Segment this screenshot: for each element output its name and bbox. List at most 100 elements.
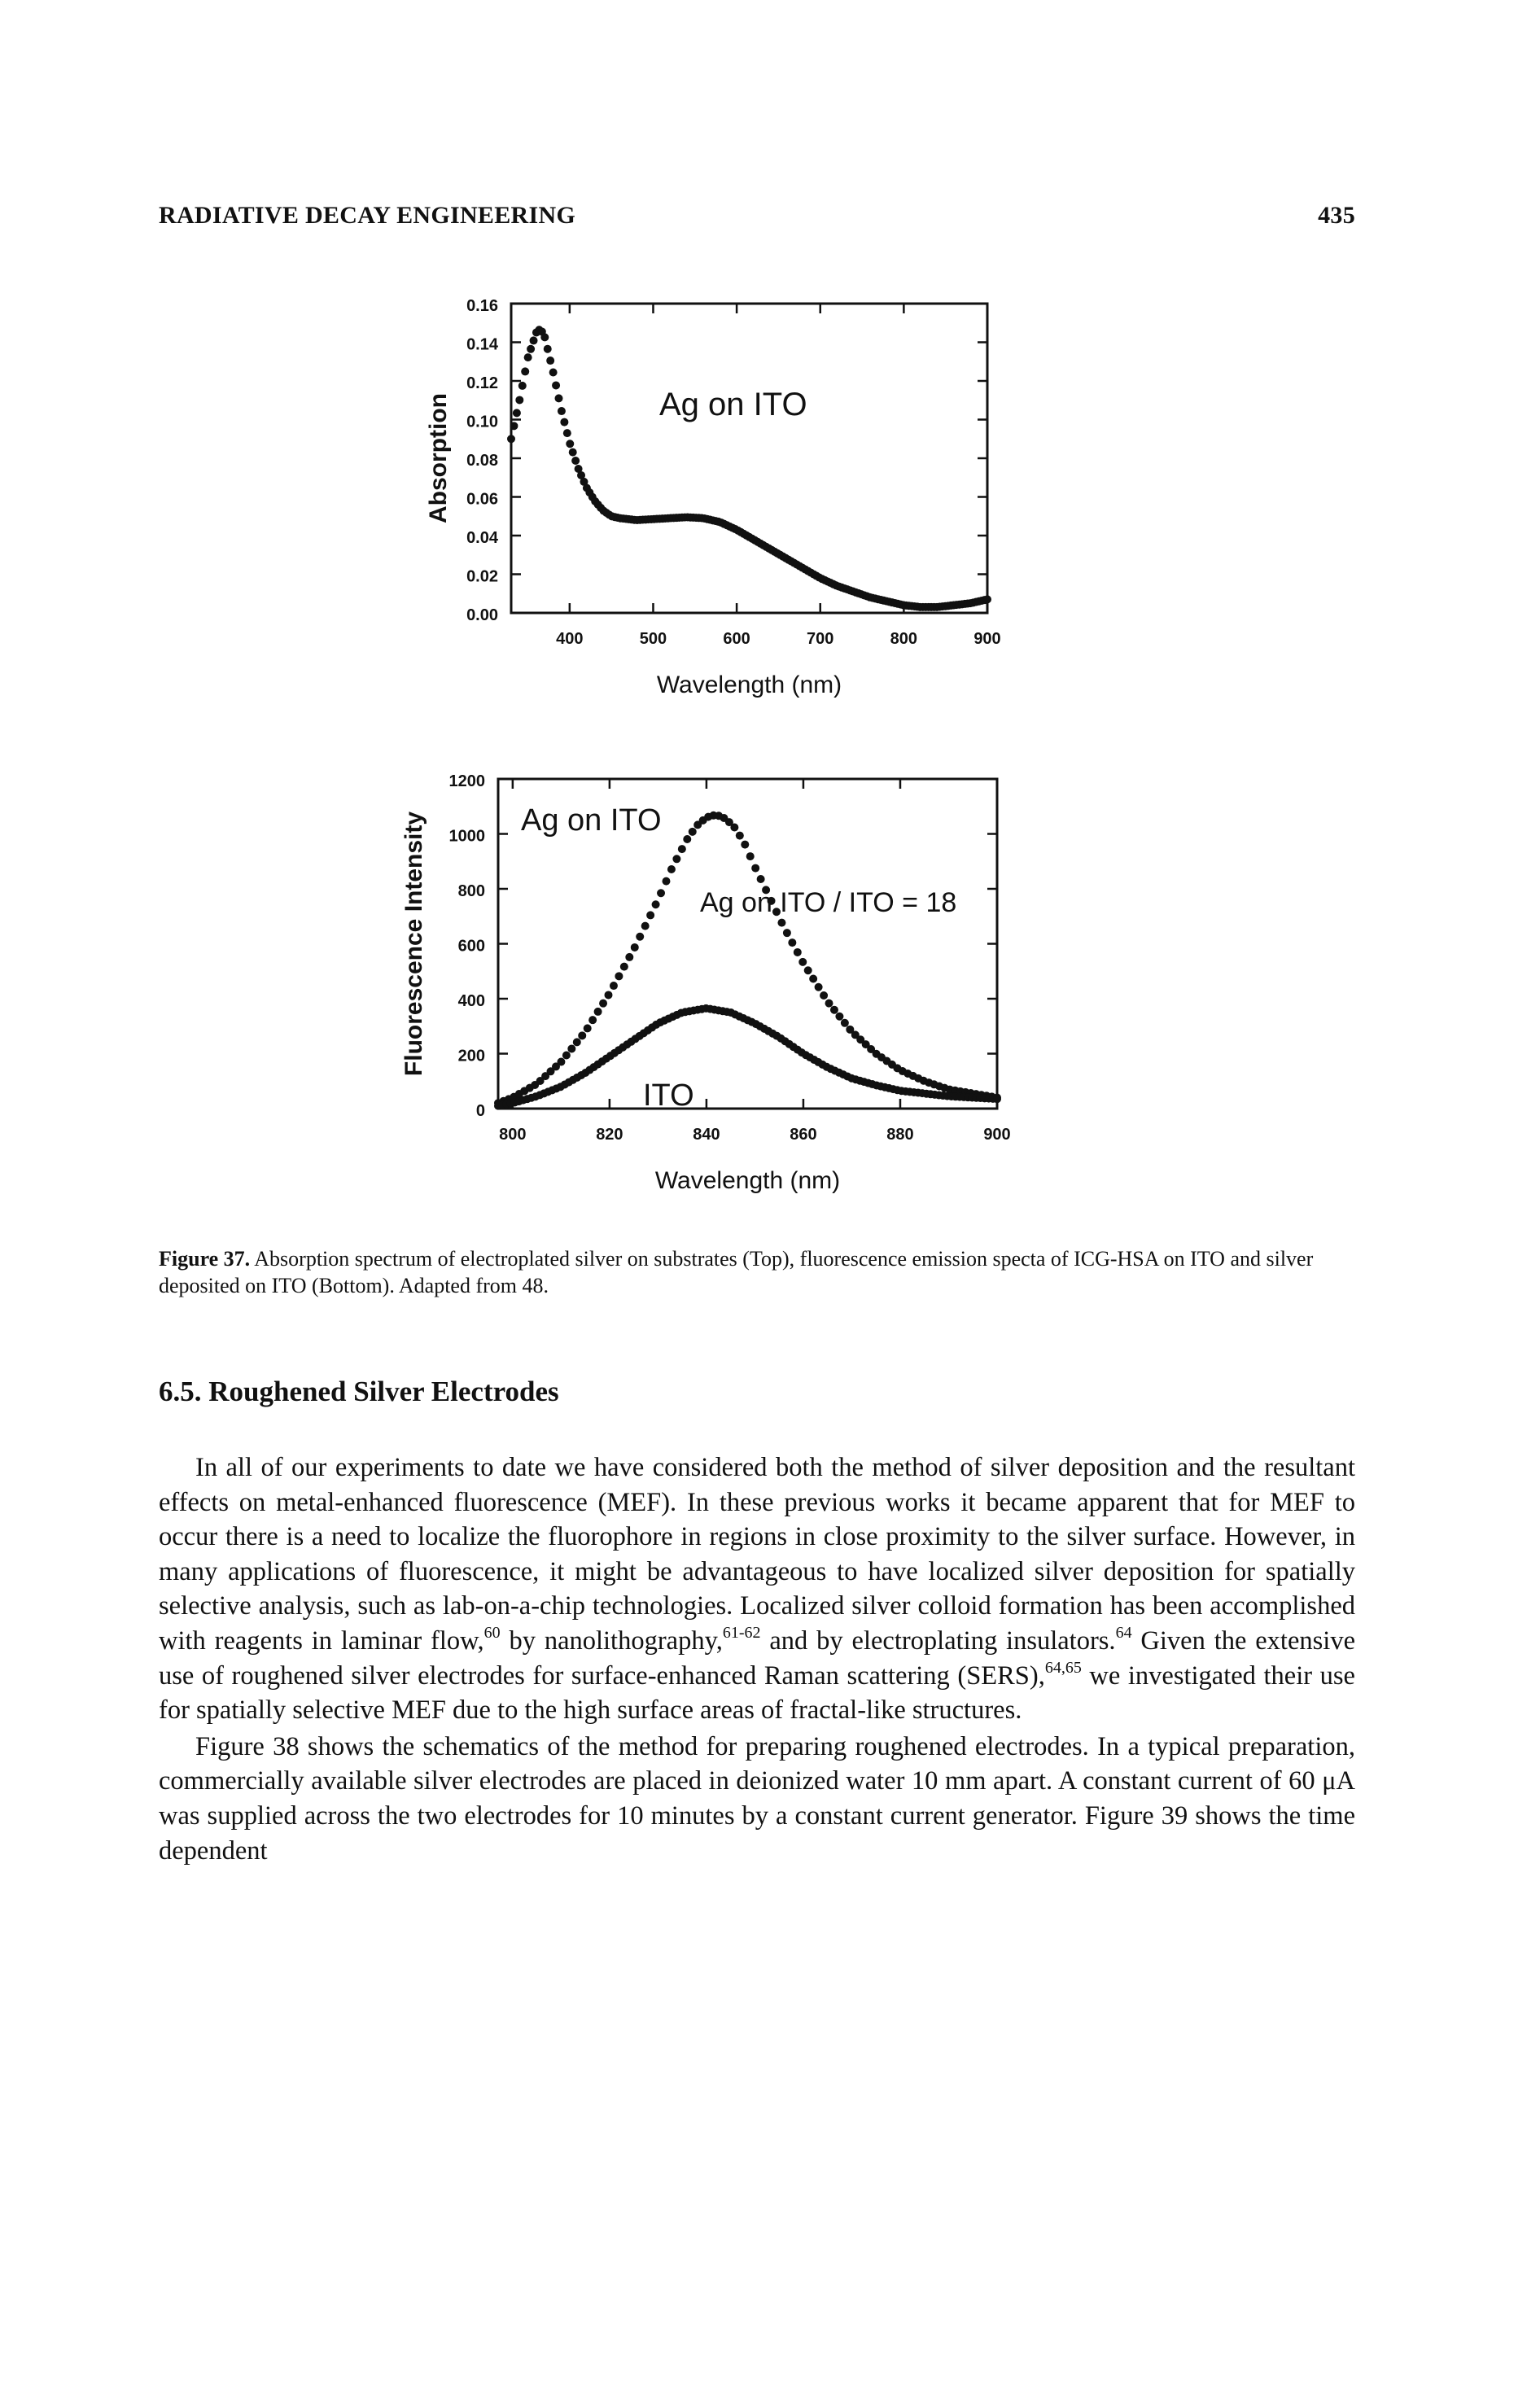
plot-frame <box>510 302 989 615</box>
citation-ref: 60 <box>483 1624 501 1643</box>
data-point <box>583 1024 592 1033</box>
body-text: In all of our experiments to date we hav… <box>159 1450 1355 1868</box>
data-series <box>507 326 991 611</box>
paragraph-1-part-e: we investigated their use for spatially … <box>159 1660 1355 1726</box>
figure-label: Figure 37. <box>159 1247 251 1271</box>
data-point <box>546 1067 555 1076</box>
series-ito <box>494 1004 1001 1110</box>
data-point <box>560 418 569 427</box>
data-point <box>574 464 583 473</box>
data-point <box>619 962 628 971</box>
data-point <box>551 1062 560 1071</box>
y-tick-label: 0.00 <box>466 606 498 624</box>
data-point <box>512 409 521 418</box>
data-point <box>746 852 755 861</box>
y-tick-label: 1200 <box>449 772 486 790</box>
data-point <box>541 1072 550 1081</box>
paragraph-1-part-d: Given the extensive use of roughened sil… <box>159 1625 1355 1691</box>
data-point <box>672 855 681 864</box>
data-point <box>846 1025 855 1034</box>
data-point <box>546 357 555 365</box>
x-tick-label: 800 <box>890 630 917 648</box>
data-point <box>521 367 530 376</box>
data-point <box>562 1051 571 1060</box>
annotation-ag-on-ito: Ag on ITO <box>521 803 662 838</box>
data-point <box>515 396 524 405</box>
data-point <box>756 874 765 883</box>
panel-label: Ag on ITO <box>659 387 807 422</box>
y-tick-label: 800 <box>458 882 485 900</box>
y-tick-label: 0.10 <box>466 413 498 431</box>
data-point <box>572 1038 581 1047</box>
data-point <box>588 1016 597 1025</box>
data-point <box>861 1040 870 1049</box>
y-tick-label: 0.06 <box>466 491 498 509</box>
data-point <box>856 1035 865 1044</box>
data-point <box>641 921 650 930</box>
series-ag-on-ito <box>494 811 1001 1108</box>
x-tick-label: 900 <box>983 1126 1010 1144</box>
data-point <box>741 840 750 849</box>
data-point <box>662 877 671 886</box>
annotation-ito: ITO <box>643 1078 694 1113</box>
data-point <box>840 1018 849 1027</box>
figure-caption: Figure 37. Absorption spectrum of electr… <box>159 1245 1355 1299</box>
x-axis-label: Wavelength (nm) <box>657 672 842 698</box>
data-point <box>667 864 676 873</box>
data-point <box>683 834 692 843</box>
data-point <box>636 932 645 941</box>
data-point <box>554 394 563 403</box>
data-point <box>527 344 536 353</box>
running-head-title: RADIATIVE DECAY ENGINEERING <box>159 202 576 229</box>
x-tick-label: 800 <box>499 1126 526 1144</box>
data-point <box>767 896 776 905</box>
data-point <box>557 1057 566 1066</box>
data-point <box>529 336 538 345</box>
y-tick-label: 0.04 <box>466 529 499 547</box>
data-point <box>835 1012 844 1021</box>
data-point <box>518 381 527 390</box>
paragraph-1-part-b: by nanolithography, <box>500 1625 723 1656</box>
paragraph-1-part-c: and by electroplating insulators. <box>760 1625 1116 1656</box>
data-point <box>751 864 760 873</box>
data-point <box>557 407 566 416</box>
x-tick-label: 400 <box>556 630 583 648</box>
x-tick-label: 700 <box>807 630 833 648</box>
data-point <box>615 972 623 981</box>
data-point <box>688 827 697 836</box>
running-head: RADIATIVE DECAY ENGINEERING 435 <box>159 202 1355 234</box>
y-tick-label: 0.16 <box>466 297 498 315</box>
data-point <box>568 448 577 457</box>
data-point <box>851 1030 860 1039</box>
x-tick-label: 820 <box>596 1126 623 1144</box>
data-point <box>777 918 786 927</box>
data-point <box>798 957 807 966</box>
data-point <box>814 982 823 991</box>
y-tick-label: 0.12 <box>466 374 498 392</box>
y-tick-label: 600 <box>458 938 485 956</box>
annotation-ratio: Ag on ITO / ITO = 18 <box>700 887 956 918</box>
data-point <box>599 999 608 1008</box>
section-heading: 6.5. Roughened Silver Electrodes <box>159 1376 559 1407</box>
data-point <box>788 938 797 947</box>
data-point <box>566 440 575 448</box>
data-point <box>604 991 613 1000</box>
y-tick-label: 0.02 <box>466 568 498 586</box>
data-point <box>724 818 733 827</box>
citation-ref: 64 <box>1115 1624 1132 1643</box>
x-tick-label: 860 <box>790 1126 816 1144</box>
y-tick-label: 1000 <box>449 828 486 846</box>
data-point <box>762 886 771 895</box>
data-point <box>507 435 515 444</box>
data-point <box>552 381 561 390</box>
citation-ref: 61-62 <box>722 1624 761 1643</box>
x-tick-label: 900 <box>973 630 1000 648</box>
figure-caption-text: Absorption spectrum of electroplated sil… <box>159 1247 1314 1297</box>
data-point <box>983 595 991 604</box>
data-point <box>578 1031 587 1040</box>
data-point <box>567 1044 576 1053</box>
citation-ref: 64,65 <box>1044 1658 1082 1677</box>
x-axis-label: Wavelength (nm) <box>655 1167 840 1194</box>
